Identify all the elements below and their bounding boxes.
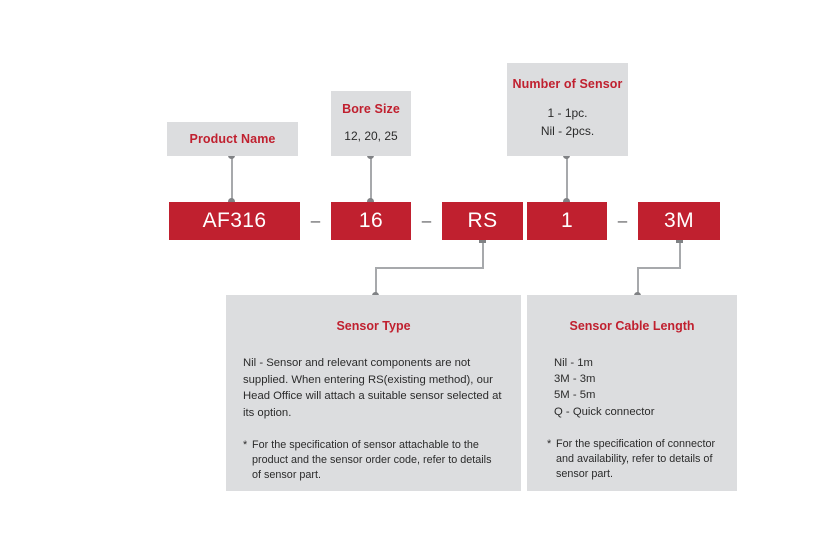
connector-line <box>231 156 233 204</box>
connector-segment-v1 <box>482 240 484 268</box>
code-chip-value: 3M <box>664 209 694 232</box>
callout-number-of-sensor-title: Number of Sensor <box>512 77 623 91</box>
code-chip-value: 16 <box>358 209 384 232</box>
connector-dot-bottom <box>228 198 235 205</box>
code-chip-number-of-sensor[interactable]: 1 <box>527 202 607 240</box>
code-chip-value: RS <box>467 209 498 232</box>
panel-sensor-type-note: * For the specification of sensor attach… <box>243 438 501 483</box>
connector-segment-h <box>637 267 681 269</box>
code-chip-bore-size[interactable]: 16 <box>331 202 411 240</box>
code-chip-product-name[interactable]: AF316 <box>169 202 300 240</box>
panel-sensor-type: Sensor Type Nil - Sensor and relevant co… <box>226 295 521 491</box>
cable-option: Nil - 1m <box>554 357 593 369</box>
connector-line <box>566 156 568 204</box>
note-asterisk: * <box>243 439 248 451</box>
callout-number-of-sensor-option-2: Nil - 2pcs. <box>540 124 595 138</box>
callout-bore-size-title: Bore Size <box>342 102 400 116</box>
callout-number-of-sensor-option-1: 1 - 1pc. <box>547 106 588 120</box>
callout-bore-size-value: 12, 20, 25 <box>344 129 398 143</box>
panel-sensor-type-title: Sensor Type <box>336 319 411 333</box>
panel-sensor-cable-length-note: * For the specification of connector and… <box>547 437 723 482</box>
note-text: For the specification of sensor attachab… <box>252 439 492 481</box>
note-text: For the specification of connector and a… <box>556 437 716 480</box>
code-separator-3: – <box>617 211 628 230</box>
cable-option: Q - Quick connector <box>554 405 655 418</box>
panel-sensor-cable-length-options: Nil - 1m 3M - 3m 5M - 5m Q - Quick conne… <box>554 355 721 420</box>
note-asterisk: * <box>547 437 552 450</box>
code-chip-sensor-type[interactable]: RS <box>442 202 523 240</box>
callout-product-name: Product Name <box>167 122 298 156</box>
callout-number-of-sensor: Number of Sensor 1 - 1pc. Nil - 2pcs. <box>507 63 628 156</box>
connector-dot-bottom <box>367 198 374 205</box>
code-separator-2: – <box>421 211 432 230</box>
code-separator-1: – <box>310 211 321 230</box>
connector-segment-h <box>375 267 484 269</box>
connector-segment-v2 <box>637 267 639 296</box>
connector-line <box>370 156 372 204</box>
connector-segment-v1 <box>679 240 681 268</box>
cable-option: 3M - 3m <box>554 373 596 386</box>
code-chip-value: 1 <box>560 209 574 232</box>
code-chip-sensor-cable-length[interactable]: 3M <box>638 202 720 240</box>
panel-sensor-cable-length-title: Sensor Cable Length <box>569 319 695 333</box>
panel-sensor-type-paragraph: Nil - Sensor and relevant components are… <box>243 357 502 419</box>
callout-product-name-title: Product Name <box>189 132 276 146</box>
connector-dot-bottom <box>563 198 570 205</box>
code-chip-value: AF316 <box>202 209 267 232</box>
connector-segment-v2 <box>375 267 377 296</box>
cable-option: 5M - 5m <box>554 389 596 402</box>
panel-sensor-cable-length: Sensor Cable Length Nil - 1m 3M - 3m 5M … <box>527 295 737 491</box>
callout-bore-size: Bore Size 12, 20, 25 <box>331 91 411 156</box>
